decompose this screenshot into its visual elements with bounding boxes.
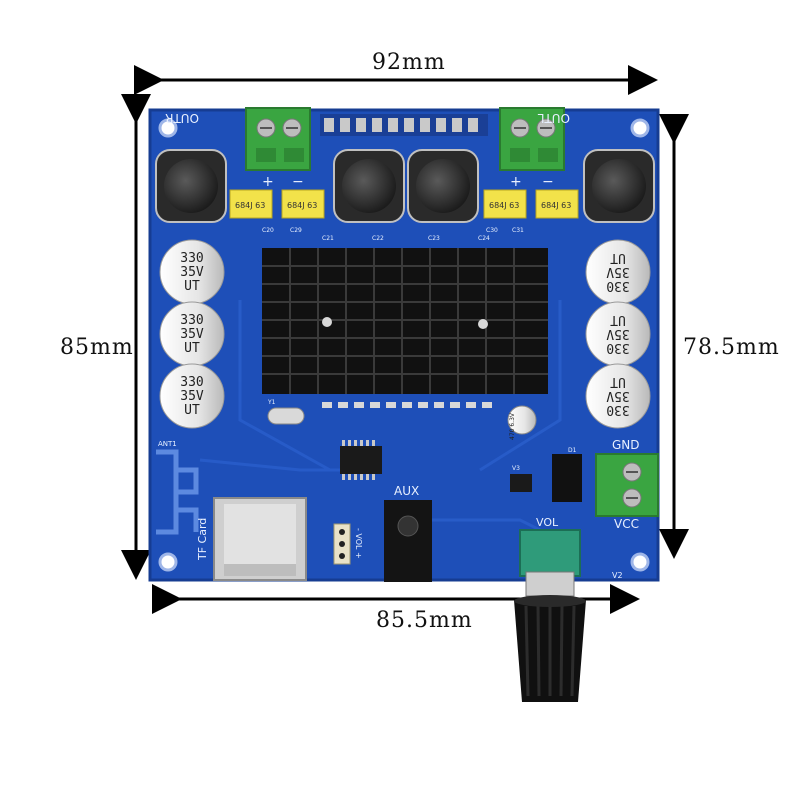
volume-knob[interactable]: [514, 529, 586, 702]
label-minus-l: −: [542, 174, 554, 190]
terminal-outl: [499, 107, 565, 171]
cap-left-1-line2: 35V: [180, 265, 204, 280]
cap-470: [507, 405, 537, 435]
cap-left-2-line2: 35V: [180, 327, 204, 342]
top-header-pins: [320, 114, 488, 136]
film-cap-label-2: 684J 63: [287, 201, 317, 210]
ref-c20: C20: [262, 227, 274, 234]
cap-left-2-line3: UT: [184, 341, 200, 356]
diode-d1: [552, 454, 582, 502]
dimension-right-height: 78.5mm: [683, 335, 780, 360]
ref-c30: C30: [486, 227, 498, 234]
dimension-left-height: 85mm: [60, 335, 134, 360]
label-aux: AUX: [394, 484, 419, 498]
cap-right-2-line3: UT: [610, 312, 626, 327]
cap-right-3-line1: 330: [606, 402, 629, 417]
label-tf-card: TF Card: [196, 518, 209, 561]
film-capacitors: [229, 189, 579, 219]
ref-c23: C23: [428, 235, 440, 242]
cap-right-1-line3: UT: [610, 250, 626, 265]
vol-header-pins: [333, 523, 351, 565]
terminal-power: [595, 453, 659, 517]
smd-row: [322, 402, 492, 408]
film-cap-label-4: 684J 63: [541, 201, 571, 210]
label-gnd: GND: [612, 438, 640, 452]
ref-c29: C29: [290, 227, 302, 234]
heatsink: [262, 248, 548, 394]
label-outl: OUTL: [537, 111, 570, 125]
cap-left-1-line1: 330: [180, 251, 203, 266]
ref-c24: C24: [478, 235, 490, 242]
antenna-trace: [156, 449, 199, 535]
film-cap-label-1: 684J 63: [235, 201, 265, 210]
cap-right-1-line2: 35V: [606, 264, 630, 279]
label-vcc: VCC: [614, 517, 639, 531]
label-vol: VOL: [536, 516, 559, 529]
cap-right-1-line1: 330: [606, 278, 629, 293]
cap-right-2-line2: 35V: [606, 326, 630, 341]
label-cap-470: 470 6.3V: [509, 412, 516, 440]
aux-jack: [384, 500, 432, 582]
cap-right-2-line1: 330: [606, 340, 629, 355]
label-v2: V2: [612, 571, 623, 580]
inductors: [155, 149, 655, 223]
cap-left-2-line1: 330: [180, 313, 203, 328]
regulator-v3: [510, 474, 532, 492]
film-cap-label-3: 684J 63: [489, 201, 519, 210]
dimension-arrows: [121, 65, 689, 614]
cap-right-3-line2: 35V: [606, 388, 630, 403]
main-ic: [340, 440, 382, 480]
ref-c31: C31: [512, 227, 524, 234]
cap-left-1-line3: UT: [184, 279, 200, 294]
ref-d1: D1: [568, 447, 577, 454]
mounting-holes: [158, 118, 650, 572]
ref-v3: V3: [512, 465, 520, 472]
electrolytic-capacitors: [159, 239, 651, 429]
label-vol-pins: - VOL +: [354, 528, 363, 559]
tf-card-slot: [213, 497, 307, 581]
terminal-outr: [245, 107, 311, 171]
label-plus-r: +: [262, 174, 274, 190]
label-minus-r: −: [292, 174, 304, 190]
cap-right-3-line3: UT: [610, 374, 626, 389]
cap-left-3-line1: 330: [180, 375, 203, 390]
label-plus-l: +: [510, 174, 522, 190]
cap-left-3-line3: UT: [184, 403, 200, 418]
cap-left-3-line2: 35V: [180, 389, 204, 404]
label-outr: OUTR: [165, 111, 199, 125]
ref-c21: C21: [322, 235, 334, 242]
ref-y1: Y1: [267, 399, 276, 406]
ref-c22: C22: [372, 235, 384, 242]
crystal-y1: [267, 407, 305, 425]
label-ant: ANT1: [158, 440, 177, 448]
